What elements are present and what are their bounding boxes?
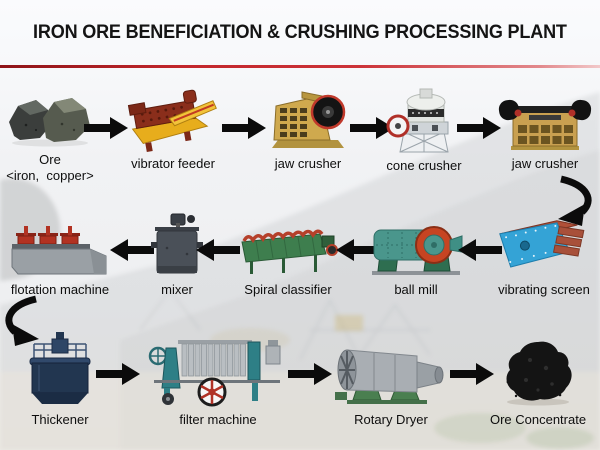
ball-mill-icon	[372, 226, 463, 275]
arrow-right-icon	[457, 115, 501, 141]
flow-item-label: Thickener	[31, 412, 89, 427]
jaw-crusher-icon	[272, 91, 346, 148]
flow-item-label: mixer	[161, 282, 193, 297]
flow-item-flotation-machine: flotation machine	[6, 208, 114, 298]
title-divider	[0, 65, 600, 68]
flow-item-vibrator-feeder: vibrator feeder	[123, 86, 223, 172]
mixer-icon	[151, 213, 203, 274]
flow-item-filter-machine: filter machine	[146, 330, 290, 428]
arrow-right-icon	[450, 361, 494, 387]
flow-item-label: vibrator feeder	[131, 156, 215, 171]
vibrating-screen-icon	[499, 220, 585, 268]
flow-item-ball-mill: ball mill	[366, 208, 466, 298]
flotation-machine-icon	[11, 226, 107, 275]
ore-rocks-icon	[9, 98, 90, 147]
cone-crusher-icon	[386, 88, 449, 153]
arrow-left-icon	[336, 237, 380, 263]
flow-item-rotary-dryer: Rotary Dryer	[328, 330, 454, 428]
jaw-crusher-icon	[498, 99, 592, 150]
flow-item-label: Spiral classifier	[244, 282, 332, 297]
flow-item-label: jaw crusher	[274, 156, 342, 171]
flow-item-ore: Ore <iron, copper>	[2, 92, 98, 184]
flow-item-ore-concentrate: Ore Concentrate	[490, 330, 586, 428]
flow-item-jaw-crusher-1: jaw crusher	[260, 86, 356, 172]
arrow-right-icon	[84, 115, 128, 141]
flow-item-thickener: Thickener	[22, 330, 98, 428]
curved-arrow-down-left-icon	[551, 175, 599, 228]
page-title: IRON ORE BENEFICIATION & CRUSHING PROCES…	[33, 22, 567, 43]
flow-item-sublabel: <iron, copper>	[6, 167, 94, 183]
flow-item-label: Rotary Dryer	[354, 412, 428, 427]
flow-item-label: jaw crusher	[511, 156, 579, 171]
flow-item-cone-crusher: cone crusher	[378, 84, 470, 174]
filter-machine-icon	[148, 340, 281, 407]
flow-item-label: Ore Concentrate	[489, 412, 587, 427]
flow-item-label: flotation machine	[10, 282, 110, 297]
curved-arrow-down-right-icon	[2, 295, 46, 348]
flow-item-spiral-classifier: Spiral classifier	[236, 208, 340, 298]
flow-item-label: filter machine	[179, 412, 257, 427]
flow-item-label: vibrating screen	[498, 282, 590, 297]
ore-concentrate-icon	[506, 341, 572, 406]
rotary-dryer-icon	[335, 349, 444, 404]
arrow-right-icon	[350, 115, 394, 141]
arrow-right-icon	[222, 115, 266, 141]
flow-item-jaw-crusher-2: jaw crusher	[496, 92, 594, 172]
arrow-left-icon	[458, 237, 502, 263]
arrow-right-icon	[96, 361, 140, 387]
flow-item-label: cone crusher	[386, 158, 462, 173]
vibrator-feeder-icon	[127, 89, 217, 153]
flow-item-label: ball mill	[394, 282, 438, 297]
flow-item-mixer: mixer	[148, 208, 206, 298]
spiral-classifier-icon	[241, 229, 338, 274]
flow-item-vibrating-screen: vibrating screen	[492, 208, 596, 298]
thickener-icon	[29, 332, 91, 404]
flow-item-label: Ore	[39, 152, 61, 167]
arrow-left-icon	[110, 237, 154, 263]
arrow-left-icon	[196, 237, 240, 263]
arrow-right-icon	[288, 361, 332, 387]
